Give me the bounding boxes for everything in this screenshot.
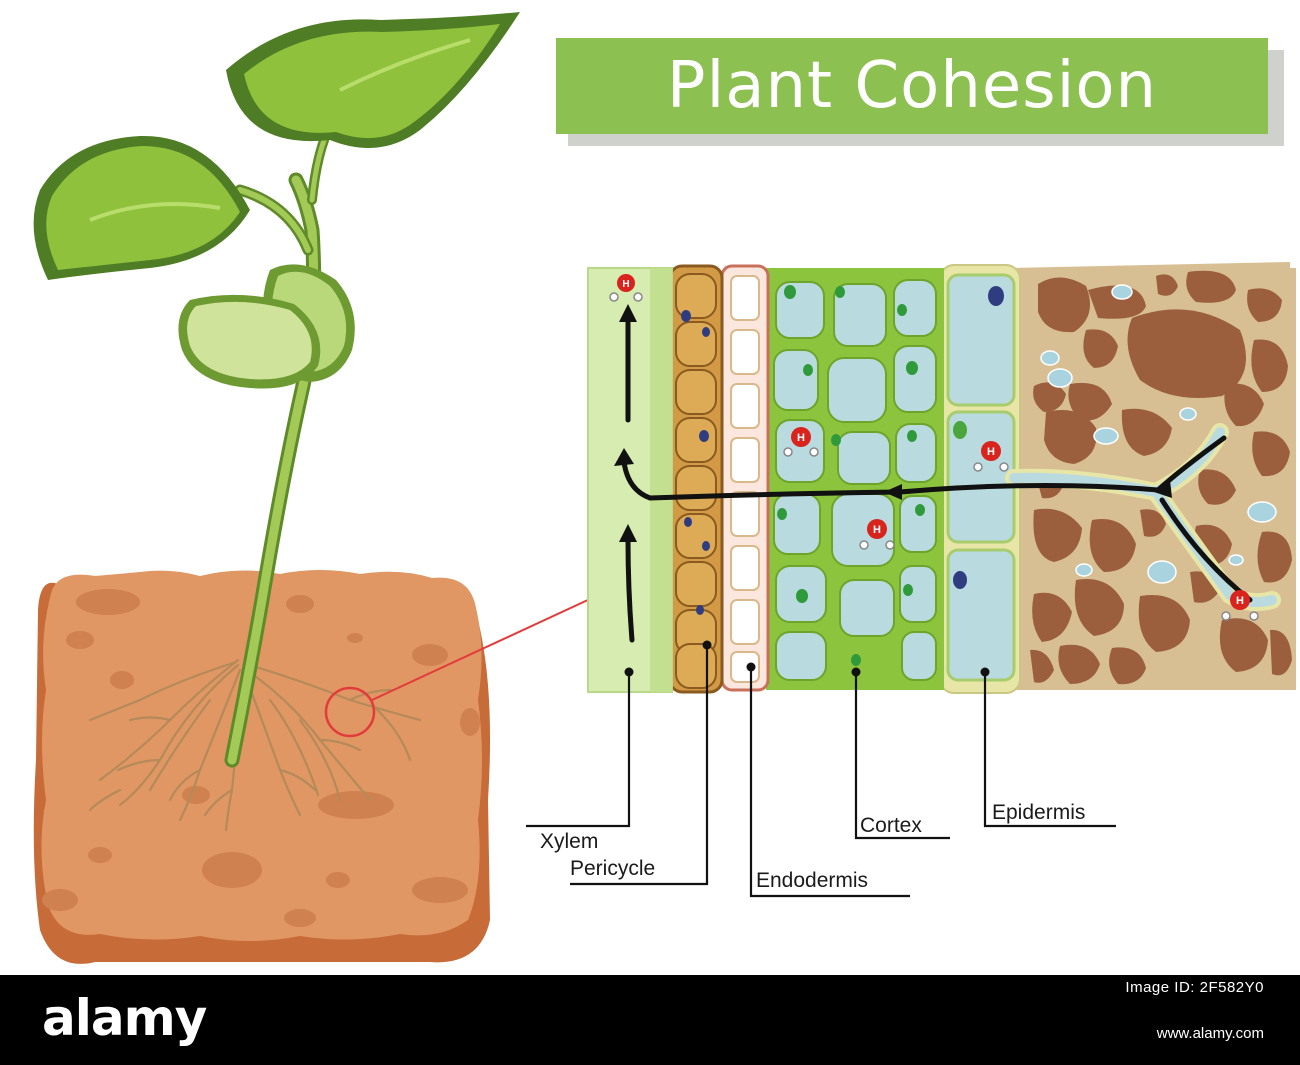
leader-lines (526, 645, 1116, 898)
diagram-svg: H H H H H (33, 12, 1296, 964)
molecule-label: H (1236, 595, 1244, 607)
cortex-region (766, 268, 944, 690)
label-xylem: Xylem (540, 830, 599, 853)
molecule-label: H (797, 432, 805, 444)
diagram-title: Plant Cohesion (666, 49, 1158, 123)
water-molecule-1: H (609, 274, 643, 302)
water-molecule-5: H (1221, 590, 1259, 621)
brand-logo: alamy (42, 989, 207, 1047)
stem (224, 95, 357, 768)
label-epidermis: Epidermis (992, 801, 1086, 824)
title-banner: Plant Cohesion (556, 38, 1268, 134)
arrow-heads (614, 304, 1172, 542)
water-molecule-4: H (973, 441, 1009, 472)
watermark-footer: alamy Image ID: 2F582Y0 www.alamy.com (0, 975, 1300, 1065)
leaf-left (33, 135, 250, 280)
roots (88, 658, 422, 832)
leaf-top (226, 12, 520, 148)
label-cortex: Cortex (860, 814, 922, 837)
endodermis-region (720, 264, 770, 692)
brand-url: www.alamy.com (1156, 1025, 1264, 1042)
label-pericycle: Pericycle (570, 857, 656, 880)
leader-dots (624, 640, 990, 677)
water-molecule-2: H (783, 427, 819, 457)
label-endodermis: Endodermis (756, 869, 869, 892)
image-id: Image ID: 2F582Y0 (1125, 979, 1264, 996)
molecule-label: H (987, 446, 995, 458)
soil-block (33, 570, 491, 964)
pericycle-region (668, 264, 724, 694)
molecule-label: H (622, 279, 629, 290)
water-molecule-3: H (859, 519, 895, 550)
cotyledon-left (178, 294, 321, 389)
molecule-label: H (873, 524, 881, 536)
